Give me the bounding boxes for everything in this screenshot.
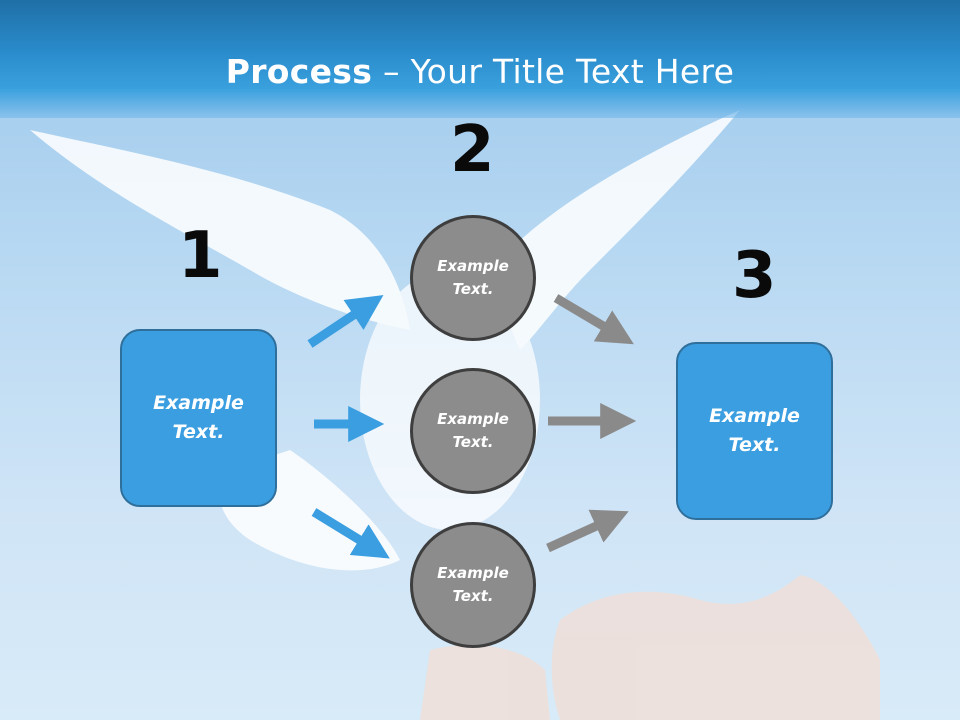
step-box-1-line2: Text.	[172, 421, 225, 443]
circle-middle-label: Example Text.	[413, 408, 533, 454]
title-bold: Process	[225, 52, 373, 91]
step-box-1[interactable]: Example Text.	[120, 329, 277, 507]
arrow-1-to-top	[307, 295, 384, 348]
title-bar	[0, 0, 960, 118]
step-circle-bottom[interactable]: Example Text.	[410, 522, 536, 648]
circle-bottom-line1: Example	[437, 564, 509, 582]
slide-title: Process – Your Title Text Here	[0, 52, 960, 91]
circle-top-line1: Example	[437, 257, 509, 275]
circle-bottom-label: Example Text.	[413, 562, 533, 608]
step-number-3: 3	[732, 239, 777, 313]
title-separator: –	[372, 52, 411, 91]
title-text: Your Title Text Here	[410, 52, 735, 91]
step-box-3-line1: Example	[709, 405, 800, 427]
step-box-1-line1: Example	[153, 392, 244, 414]
step-number-2: 2	[450, 113, 495, 187]
step-circle-middle[interactable]: Example Text.	[410, 368, 536, 494]
arrow-bottom-to-3	[546, 509, 629, 553]
circle-bottom-line2: Text.	[452, 587, 494, 605]
circle-middle-line2: Text.	[452, 433, 494, 451]
circle-middle-line1: Example	[437, 410, 509, 428]
arrow-top-to-3	[553, 294, 634, 345]
step-box-3-line2: Text.	[728, 434, 781, 456]
arrow-1-to-bottom	[311, 508, 390, 559]
step-box-1-label: Example Text.	[122, 389, 275, 447]
step-circle-top[interactable]: Example Text.	[410, 215, 536, 341]
step-box-3-label: Example Text.	[678, 402, 831, 460]
step-box-3[interactable]: Example Text.	[676, 342, 833, 520]
circle-top-label: Example Text.	[413, 255, 533, 301]
step-number-1: 1	[178, 219, 223, 293]
circle-top-line2: Text.	[452, 280, 494, 298]
